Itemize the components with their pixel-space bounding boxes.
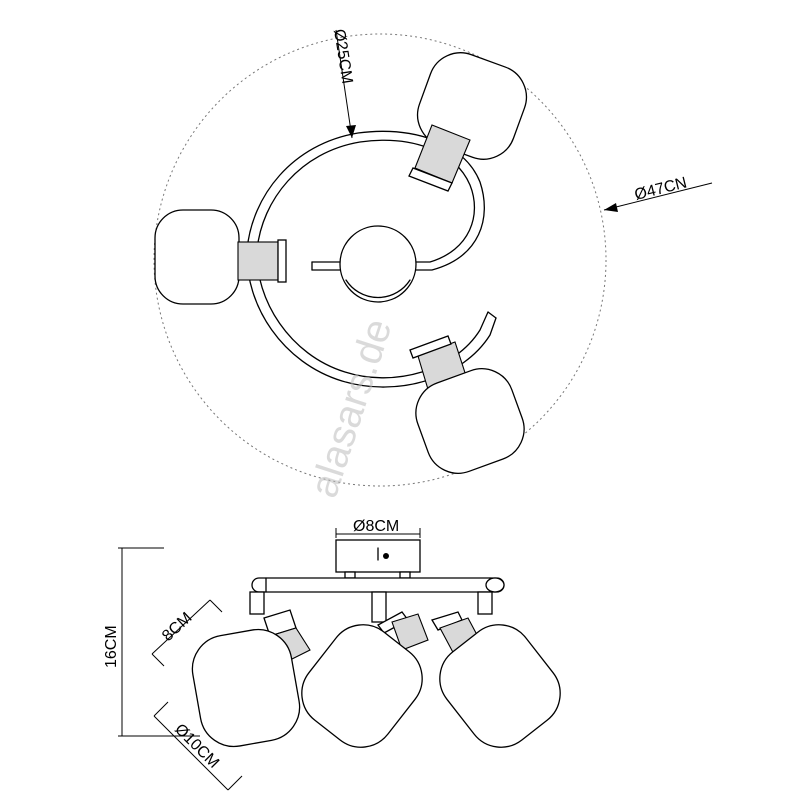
watermark: alasars.de [302,314,401,503]
outer-diameter-dimension: Ø47CN [603,174,713,212]
side-spot-3 [431,611,561,748]
outer-diameter-circle [153,33,607,487]
spiral-arm-outer [256,139,489,379]
height-label: 16CM [103,625,120,668]
side-spot-1 [191,609,311,748]
top-view: Ø25CM Ø47CN alasars.de [153,28,713,503]
outer-diameter-label: Ø47CN [633,174,689,203]
inner-diameter-dimension: Ø25CM [330,28,356,139]
inner-diameter-label: Ø25CM [330,28,355,85]
spot-top-right [408,52,528,192]
canopy-top [339,225,417,303]
spot-length-label: 8CM [159,609,195,644]
mounting-bar [251,577,505,593]
canopy-diameter-label: Ø8CM [353,518,399,535]
side-view: Ø8CM [103,518,561,791]
spiral-arm-inner [246,130,497,388]
canopy-diameter-dimension: Ø8CM [335,518,421,538]
spot-left [154,209,287,305]
height-dimension: 16CM [103,547,200,737]
spot-bottom-right [409,335,525,474]
side-spot-2 [301,611,429,748]
